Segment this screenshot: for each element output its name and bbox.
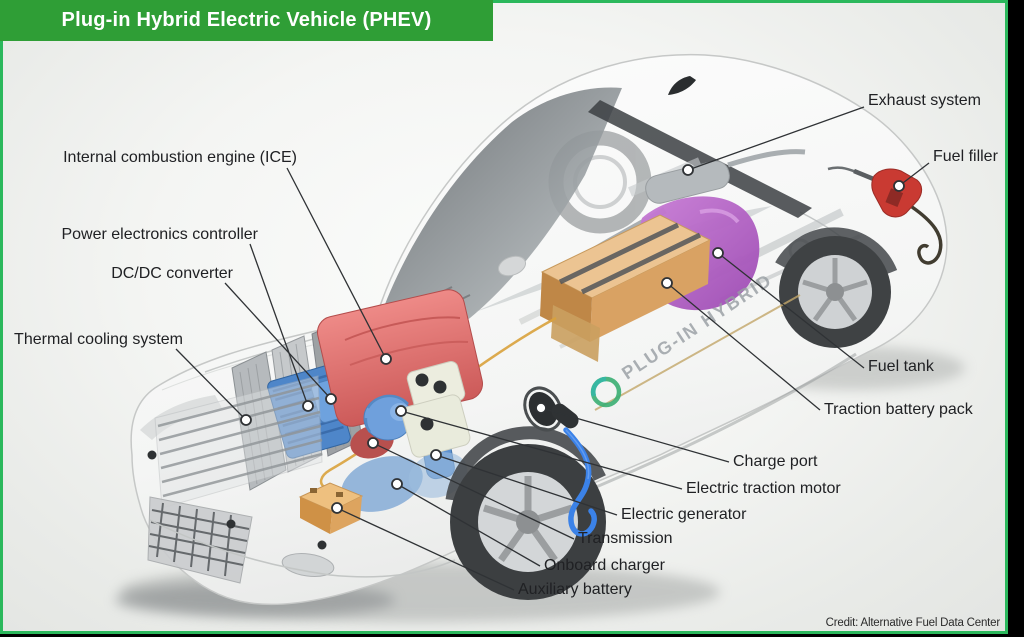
label-fuel-tank: Fuel tank [868,358,935,375]
fuel-filler-illustration [827,166,943,265]
coolant-reservoirs [401,361,471,458]
leader-dot-fuel-filler [893,180,905,192]
leader-line-aux-battery [336,507,515,591]
leader-line-thermal [175,348,247,421]
leader-dot-traction-motor [395,405,407,417]
leader-line-traction-motor [400,410,683,490]
leader-dot-thermal [240,414,252,426]
label-exhaust: Exhaust system [868,92,981,109]
label-traction-battery: Traction battery pack [824,401,974,418]
leader-dot-onboard-charger [391,478,403,490]
parking-sensor [147,450,157,460]
title-bar: Plug-in Hybrid Electric Vehicle (PHEV) [0,0,493,41]
leader-line-fuel-tank [717,252,865,369]
label-thermal: Thermal cooling system [14,331,183,348]
leader-line-traction-battery [666,282,821,411]
leader-dot-power-electronics [302,400,314,412]
credit-text: Credit: Alternative Fuel Data Center [825,617,1001,629]
leader-line-fuel-filler [898,162,930,187]
leader-line-transmission [372,442,575,540]
label-onboard-charger: Onboard charger [544,557,666,574]
label-transmission: Transmission [578,530,673,547]
front-grille [147,375,456,584]
leader-dot-dcdc [325,393,337,405]
label-ice: Internal combustion engine (ICE) [63,149,297,166]
leader-dot-generator [430,449,442,461]
page-title: Plug-in Hybrid Electric Vehicle (PHEV) [61,9,432,31]
fog-light [281,553,335,577]
label-fuel-filler: Fuel filler [933,148,999,165]
diagram-frame: PLUG-IN HYBRID [0,0,1008,634]
leader-dot-charge-port [535,402,547,414]
label-power-electronics: Power electronics controller [61,226,258,243]
label-charge-port: Charge port [733,453,818,470]
parking-sensor [317,540,327,550]
leader-dot-fuel-tank [712,247,724,259]
charge-plug [551,403,579,429]
side-mirror [497,255,527,277]
traction-battery-illustration [319,214,712,490]
label-aux-battery: Auxiliary battery [518,581,632,598]
leader-dot-transmission [367,437,379,449]
leader-line-onboard-charger [396,483,541,567]
leader-line-dcdc [224,282,332,400]
leader-line-power-electronics [249,243,309,407]
front-wheel [445,426,606,600]
component-labels: Internal combustion engine (ICE) Power e… [14,92,999,598]
roof-antenna-fin [668,76,696,95]
leader-dot-aux-battery [331,502,343,514]
leader-line-exhaust [687,106,865,171]
leader-line-generator [435,454,618,516]
label-traction-motor: Electric traction motor [686,480,841,497]
parking-sensor [226,519,236,529]
aux-battery-illustration [298,482,364,534]
leader-dot-ice [380,353,392,365]
leader-dot-traction-battery [661,277,673,289]
leader-line-ice [286,167,387,360]
rear-wheel [775,227,898,348]
rear-window-edge [588,100,812,218]
label-dcdc: DC/DC converter [111,265,233,282]
leader-lines [175,106,930,591]
leader-dot-exhaust [682,164,694,176]
phev-diagram: PLUG-IN HYBRID [14,53,999,622]
label-generator: Electric generator [621,506,747,523]
leader-line-charge-port [540,407,730,463]
